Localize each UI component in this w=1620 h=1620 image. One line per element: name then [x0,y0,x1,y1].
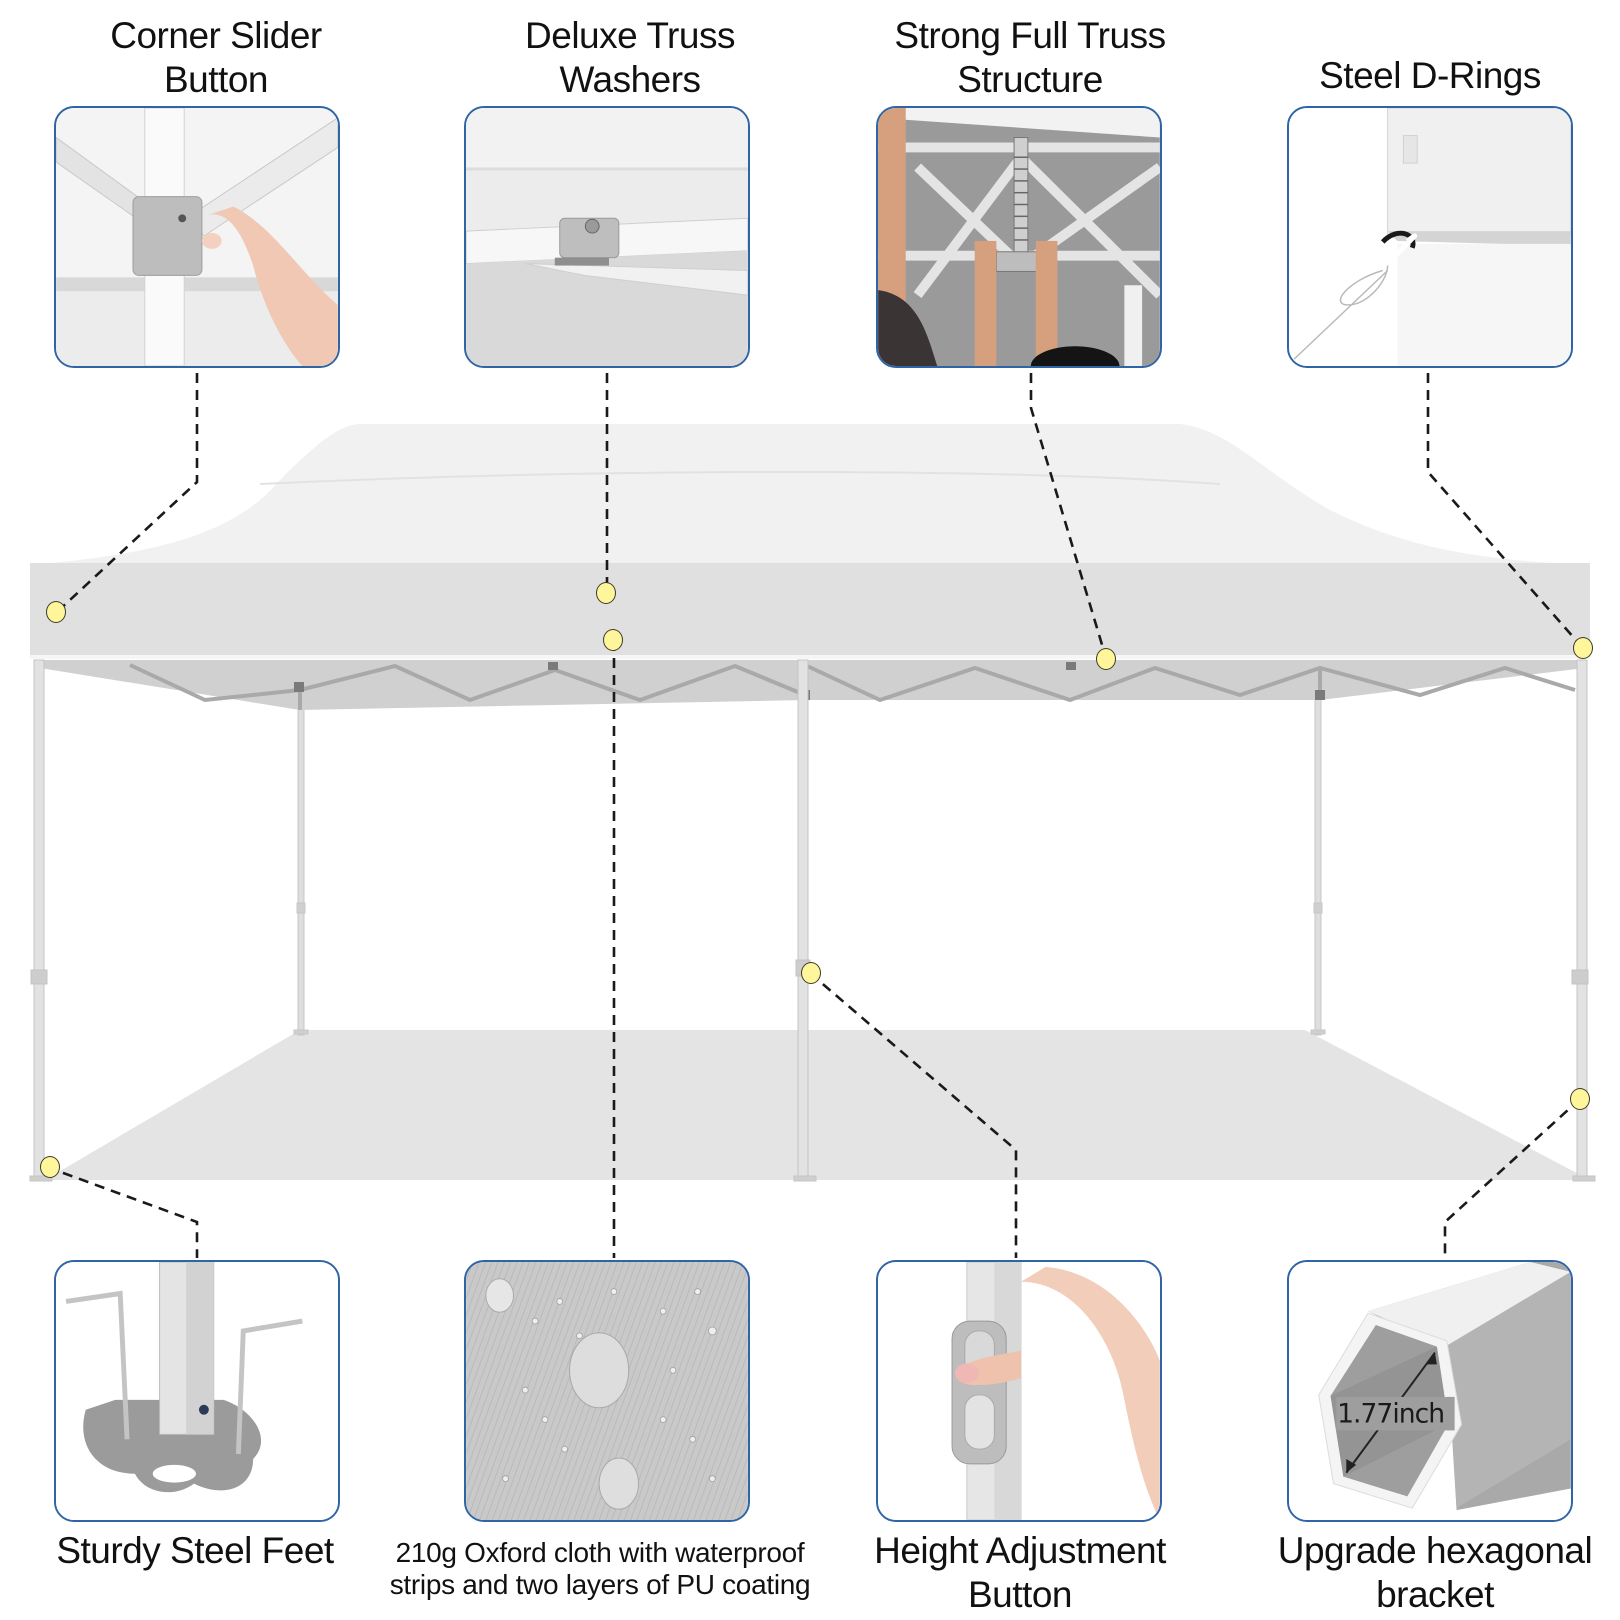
canopy-underside [40,660,1585,710]
panel-strong-full-truss [876,106,1162,368]
oxford-cloth-image [466,1262,748,1520]
caption-height-adjustment-button: Height Adjustment Button [874,1530,1166,1616]
callout-line-full-truss [1029,373,1108,659]
caption-hexagonal-bracket: Upgrade hexagonal bracket [1277,1530,1593,1616]
callout-dot-full-truss [1096,648,1116,670]
hex-bracket-image: 1.77inch [1289,1262,1571,1520]
panel-oxford-cloth [464,1260,750,1522]
panel-steel-d-rings [1287,106,1573,368]
callout-dot-height-button [801,962,821,984]
caption-deluxe-truss-washers: Deluxe Truss Washers [525,15,735,101]
callout-lines [46,373,1583,1258]
roof-seam [259,471,1221,485]
callout-dot-d-rings [1573,637,1593,659]
caption-sturdy-steel-feet: Sturdy Steel Feet [56,1530,334,1571]
floor-shadow [45,1030,1590,1180]
canopy-valance [30,563,1590,658]
hex-measurement-label: 1.77inch [1337,1399,1444,1430]
caption-strong-full-truss: Strong Full Truss Structure [894,15,1166,101]
canopy-roof [30,424,1590,565]
callout-line-steel-feet [46,1165,199,1258]
caption-oxford-cloth: 210g Oxford cloth with waterproof strips… [389,1537,811,1601]
callout-dot-steel-feet [40,1156,60,1178]
truss-washer-image [466,108,748,366]
caption-corner-slider-button: Corner Slider Button [110,15,322,101]
steel-feet-image [56,1262,338,1520]
panel-hexagonal-bracket: 1.77inch [1287,1260,1573,1522]
callout-line-height-button [809,972,1018,1258]
caption-steel-d-rings: Steel D-Rings [1319,55,1541,96]
callout-dot-hex-bracket [1570,1088,1590,1110]
front-legs [29,659,1596,1182]
callout-dot-corner-slider [46,601,66,623]
panel-corner-slider-button [54,106,340,368]
panel-sturdy-steel-feet [54,1260,340,1522]
callout-dot-truss-washers [596,582,616,604]
corner-slider-image [56,108,338,366]
callout-line-hex-bracket [1443,1098,1581,1258]
full-truss-image [878,108,1160,366]
callout-dot-oxford [603,629,623,651]
panel-deluxe-truss-washers [464,106,750,368]
d-rings-image [1289,108,1571,366]
panel-height-adjustment-button [876,1260,1162,1522]
callout-line-corner-slider [56,373,199,613]
height-button-image [878,1262,1160,1520]
